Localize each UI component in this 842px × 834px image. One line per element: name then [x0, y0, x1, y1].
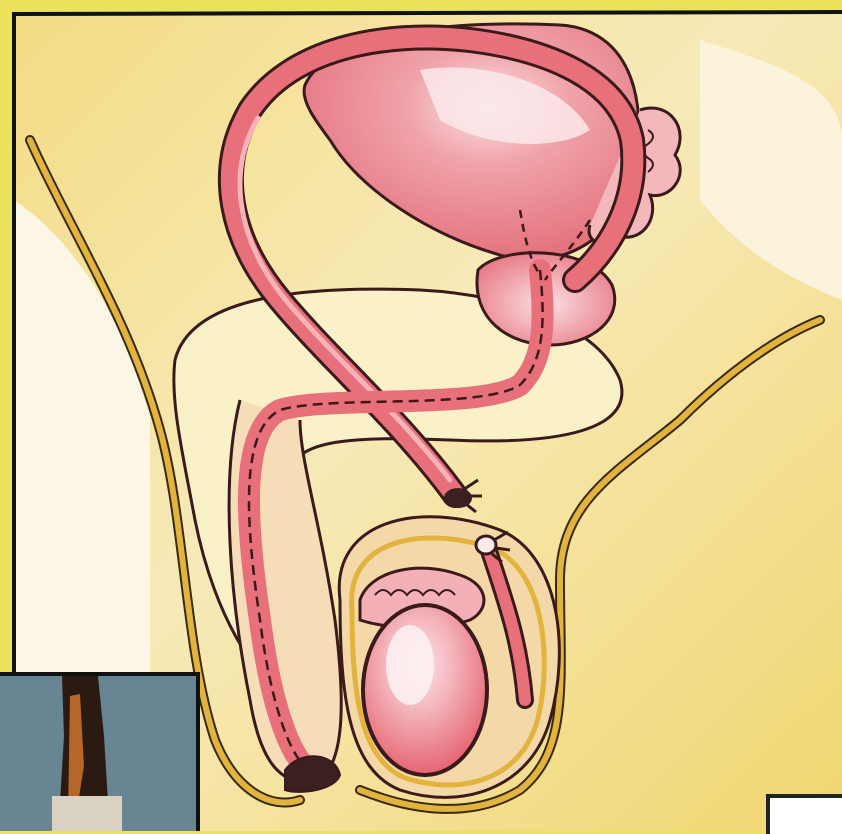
photo-object-base — [52, 796, 122, 831]
inset-photo — [0, 672, 200, 831]
corner-inset-box — [766, 794, 842, 834]
testis-highlight — [386, 625, 434, 705]
